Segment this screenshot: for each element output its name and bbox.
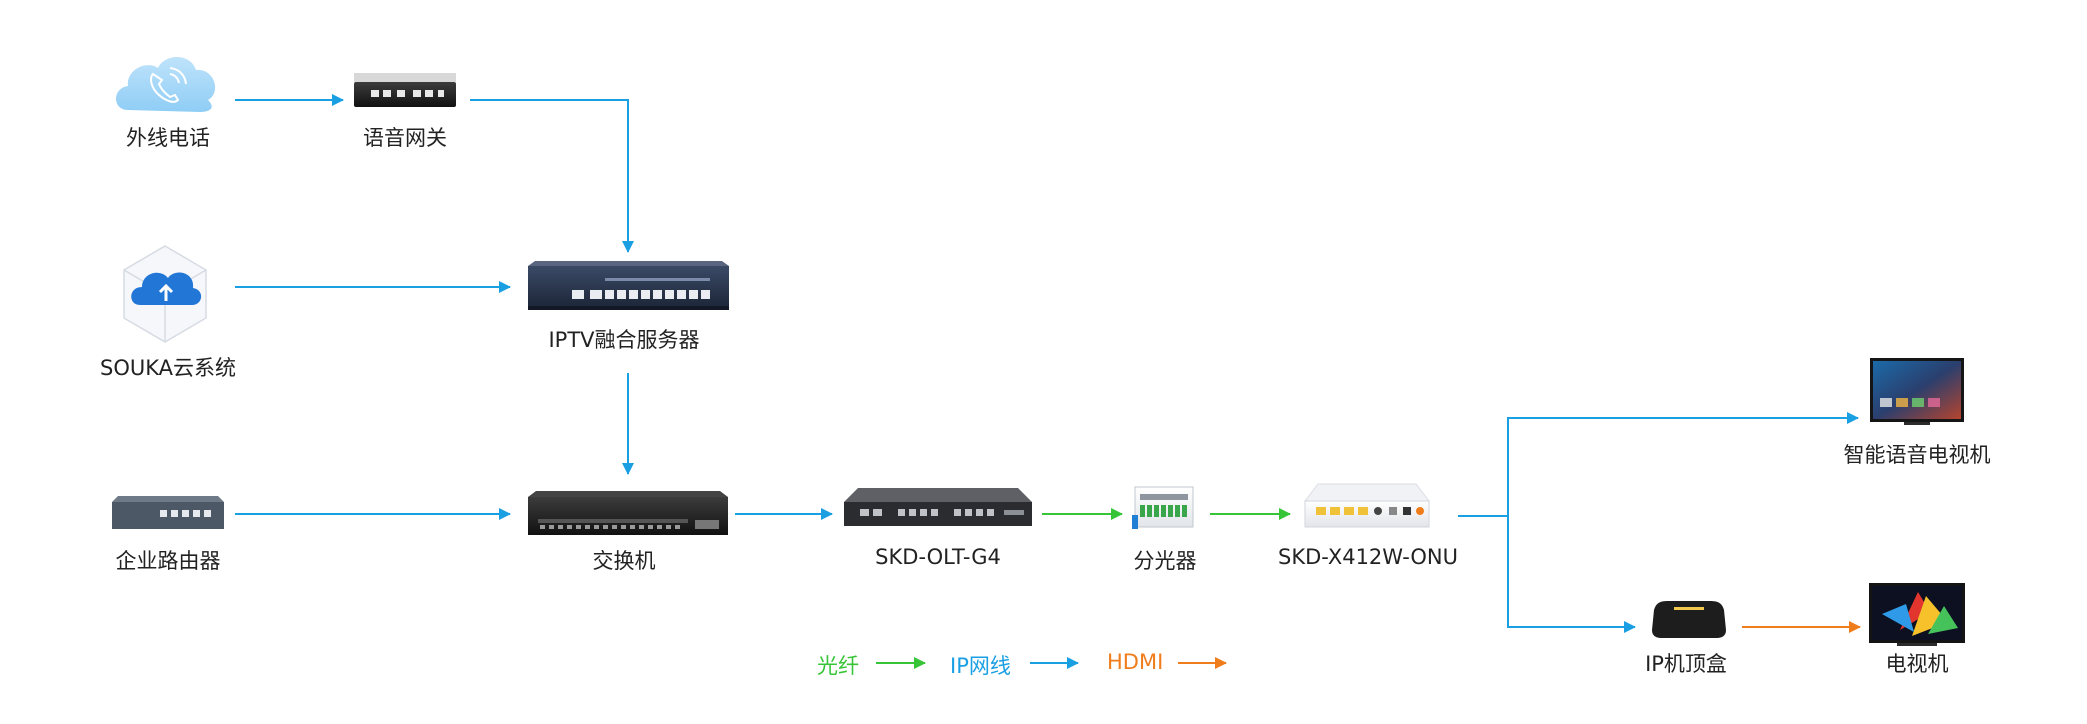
splitter-icon [1132,486,1194,529]
iptv-server-label: IPTV融合服务器 [548,328,700,352]
splitter-label: 分光器 [1133,549,1197,573]
phone-label: 外线电话 [126,126,210,150]
smart-tv-icon [1870,358,1964,425]
voice-gateway-icon [354,73,456,107]
onu-icon [1303,483,1431,528]
legend-fiber-label: 光纤 [817,654,859,678]
link-gateway-iptv [470,99,634,253]
iptv-server-icon [528,261,729,310]
set-top-box-label: IP机顶盒 [1645,652,1727,676]
switch-label: 交换机 [592,549,656,573]
onu-label: SKD-X412W-ONU [1278,545,1458,569]
olt-icon [844,488,1032,526]
router-icon [112,496,224,529]
link-onu-smart-tv [1458,412,1859,517]
cloud-system-label: SOUKA云系统 [100,356,236,380]
voice-gateway-label: 语音网关 [363,126,447,150]
legend-hdmi-label: HDMI [1107,650,1164,674]
tv-label: 电视机 [1885,652,1949,676]
switch-icon [528,491,728,535]
tv-icon [1869,583,1965,646]
set-top-box-icon [1652,601,1726,638]
cloud-phone-icon [116,57,216,112]
cloud-system-icon [123,245,207,343]
olt-label: SKD-OLT-G4 [875,545,1001,569]
legend-ip-label: IP网线 [950,654,1011,678]
link-onu-stb [1507,516,1636,633]
router-label: 企业路由器 [115,549,221,573]
smart-tv-label: 智能语音电视机 [1843,443,1991,467]
